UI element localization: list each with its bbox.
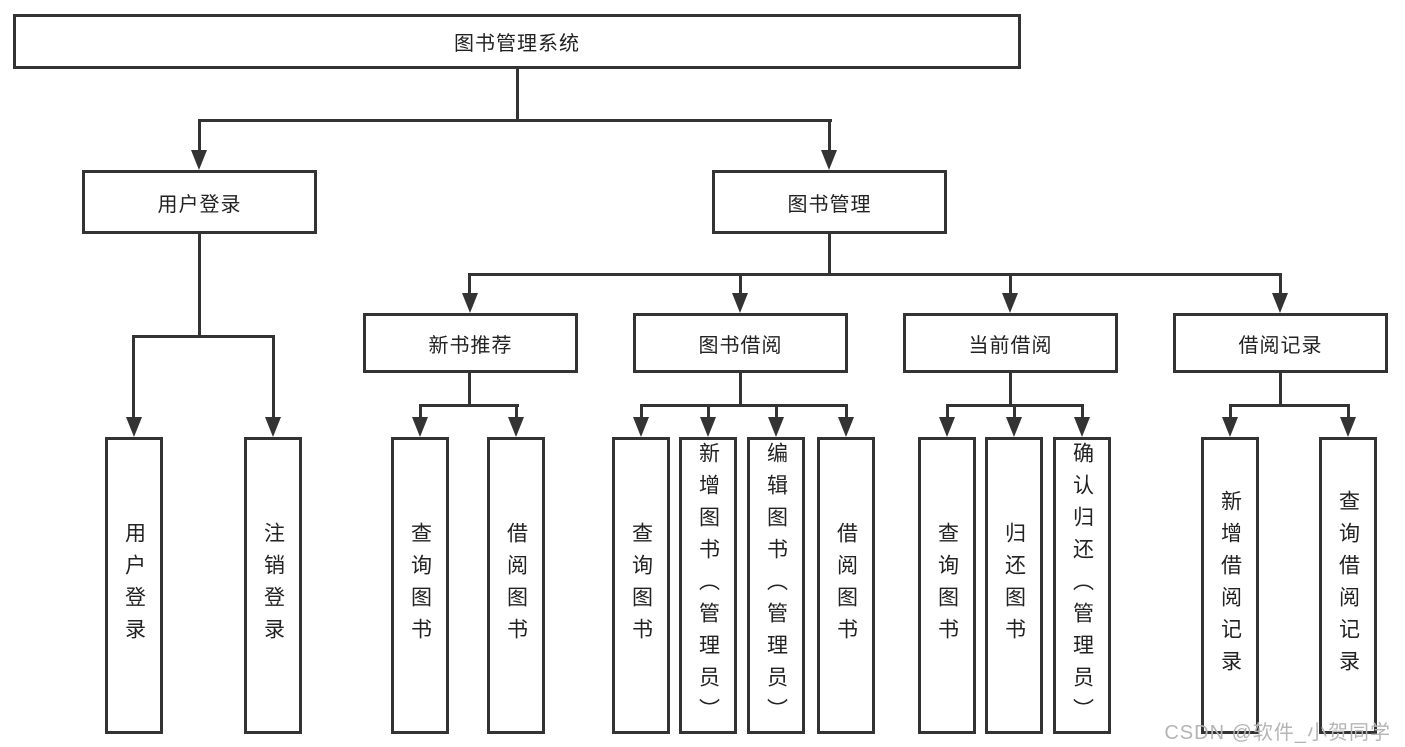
arrowhead-bb-borrow — [838, 417, 854, 437]
leaf-bb-query-books: 查询图书 — [612, 437, 670, 734]
node-book-borrow: 图书借阅 — [633, 313, 848, 373]
node-borrow-records-label: 借阅记录 — [1238, 334, 1323, 357]
node-current-borrow-label: 当前借阅 — [968, 334, 1053, 357]
node-book-management: 图书管理 — [712, 170, 947, 234]
leaf-cb-confirm-return-admin: 确认归还（管理员） — [1053, 437, 1111, 734]
arrowhead-current-borrow — [1002, 293, 1018, 313]
leaf-bb-borrow-books: 借阅图书 — [817, 437, 875, 734]
connector-root-branch — [198, 119, 832, 122]
leaf-nb-borrow-books-label: 借阅图书 — [504, 521, 528, 650]
leaf-bb-add-books-admin: 新增图书（管理员） — [679, 437, 737, 734]
connector-drop-bb-edit — [775, 404, 778, 419]
arrowhead-cb-confirm — [1074, 417, 1090, 437]
arrowhead-leaf-login — [126, 417, 142, 437]
csdn-watermark: CSDN @软件_小贺同学 — [1164, 722, 1391, 744]
node-library-system: 图书管理系统 — [13, 14, 1021, 69]
connector-new-book-branch — [419, 404, 519, 407]
leaf-cb-query-books-label: 查询图书 — [935, 521, 959, 650]
leaf-br-add-record-label: 新增借阅记录 — [1218, 489, 1242, 682]
arrowhead-bb-add — [700, 417, 716, 437]
connector-borrow-records-stem — [1279, 373, 1282, 407]
leaf-logout-label: 注销登录 — [261, 521, 285, 650]
connector-drop-cb-query — [946, 404, 949, 419]
arrowhead-book-mgmt — [821, 150, 837, 170]
leaf-br-query-record-label: 查询借阅记录 — [1336, 489, 1360, 682]
leaf-cb-return-books-label: 归还图书 — [1002, 521, 1026, 650]
arrowhead-br-add — [1222, 417, 1238, 437]
connector-book-mgmt-stem — [828, 234, 831, 275]
node-new-book-recommend: 新书推荐 — [363, 313, 578, 373]
connector-drop-cb-confirm — [1081, 404, 1084, 419]
connector-drop-nb-borrow — [515, 404, 518, 419]
leaf-bb-add-books-admin-label: 新增图书（管理员） — [696, 441, 720, 730]
connector-drop-book-mgmt — [828, 119, 831, 153]
connector-book-mgmt-branch — [468, 273, 1282, 276]
leaf-br-query-record: 查询借阅记录 — [1319, 437, 1377, 734]
leaf-bb-edit-books-admin: 编辑图书（管理员） — [747, 437, 805, 734]
arrowhead-book-borrow — [732, 293, 748, 313]
node-book-borrow-label: 图书借阅 — [698, 334, 783, 357]
arrowhead-nb-query — [412, 417, 428, 437]
leaf-nb-query-books-label: 查询图书 — [408, 521, 432, 650]
node-current-borrow: 当前借阅 — [903, 313, 1118, 373]
connector-user-login-branch — [132, 335, 275, 338]
connector-drop-new-book — [468, 273, 471, 297]
connector-drop-current-borrow — [1009, 273, 1012, 297]
connector-drop-nb-query — [419, 404, 422, 419]
arrowhead-nb-borrow — [508, 417, 524, 437]
connector-root-stem — [516, 68, 519, 121]
node-borrow-records: 借阅记录 — [1173, 313, 1388, 373]
leaf-user-login: 用户登录 — [105, 437, 163, 734]
arrowhead-leaf-logout — [265, 417, 281, 437]
connector-drop-leaf-logout — [272, 335, 275, 419]
leaf-br-add-record: 新增借阅记录 — [1201, 437, 1259, 734]
connector-drop-br-query — [1347, 404, 1350, 419]
connector-drop-leaf-login — [132, 335, 135, 419]
leaf-nb-query-books: 查询图书 — [391, 437, 449, 734]
leaf-nb-borrow-books: 借阅图书 — [487, 437, 545, 734]
node-user-login-label: 用户登录 — [157, 193, 242, 216]
leaf-bb-query-books-label: 查询图书 — [629, 521, 653, 650]
connector-drop-user-login — [198, 119, 201, 153]
arrowhead-cb-return — [1006, 417, 1022, 437]
arrowhead-user-login — [191, 150, 207, 170]
arrowhead-new-book — [462, 293, 478, 313]
connector-book-borrow-stem — [739, 373, 742, 407]
leaf-bb-edit-books-admin-label: 编辑图书（管理员） — [764, 441, 788, 730]
leaf-bb-borrow-books-label: 借阅图书 — [834, 521, 858, 650]
leaf-cb-query-books: 查询图书 — [918, 437, 976, 734]
arrowhead-bb-query — [633, 417, 649, 437]
leaf-cb-return-books: 归还图书 — [985, 437, 1043, 734]
node-user-login: 用户登录 — [82, 170, 317, 234]
leaf-user-login-label: 用户登录 — [122, 521, 146, 650]
arrowhead-borrow-records — [1272, 293, 1288, 313]
connector-user-login-stem — [198, 234, 201, 338]
connector-drop-borrow-records — [1279, 273, 1282, 297]
node-library-system-label: 图书管理系统 — [454, 33, 580, 55]
connector-drop-bb-query — [640, 404, 643, 419]
connector-borrow-records-branch — [1229, 404, 1350, 407]
arrowhead-bb-edit — [768, 417, 784, 437]
leaf-logout: 注销登录 — [244, 437, 302, 734]
connector-new-book-stem — [468, 373, 471, 407]
arrowhead-cb-query — [939, 417, 955, 437]
arrowhead-br-query — [1340, 417, 1356, 437]
node-new-book-recommend-label: 新书推荐 — [428, 334, 513, 357]
connector-book-borrow-branch — [640, 404, 848, 407]
connector-drop-cb-return — [1013, 404, 1016, 419]
connector-drop-book-borrow — [739, 273, 742, 297]
connector-current-borrow-stem — [1009, 373, 1012, 407]
leaf-cb-confirm-return-admin-label: 确认归还（管理员） — [1070, 441, 1094, 730]
connector-drop-br-add — [1229, 404, 1232, 419]
connector-drop-bb-add — [707, 404, 710, 419]
connector-drop-bb-borrow — [845, 404, 848, 419]
node-book-management-label: 图书管理 — [787, 193, 872, 216]
